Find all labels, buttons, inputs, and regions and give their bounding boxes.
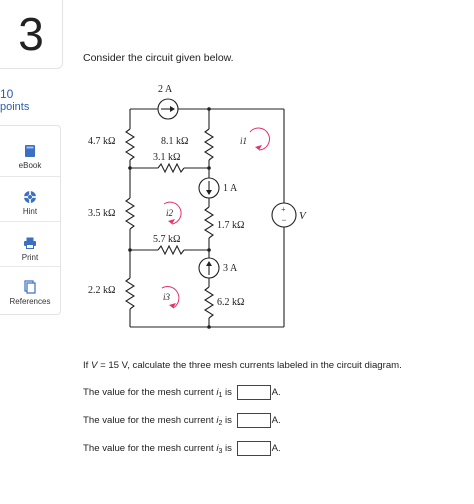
references-button[interactable]: References bbox=[0, 280, 60, 306]
mesh2-label: i2 bbox=[166, 208, 174, 218]
points-label: points bbox=[0, 101, 30, 113]
node bbox=[128, 248, 132, 252]
answer-line-2: The value for the mesh current i2 is A. bbox=[83, 413, 281, 428]
r2-label: 8.1 kΩ bbox=[161, 136, 188, 147]
r4-label: 3.5 kΩ bbox=[88, 208, 115, 219]
question-number-box: 3 bbox=[0, 0, 63, 69]
mesh-arrow-1 bbox=[249, 127, 270, 151]
current-source-2a bbox=[157, 98, 179, 120]
hint-button[interactable]: Hint bbox=[0, 190, 60, 216]
mesh-current-2-input[interactable] bbox=[236, 413, 271, 428]
answer-sub: 2 bbox=[218, 420, 223, 428]
resistor-8.1k bbox=[203, 128, 215, 161]
resistor-1.7k bbox=[203, 206, 215, 239]
mesh-arrowhead bbox=[169, 303, 176, 308]
given-statement: If V = 15 V, calculate the three mesh cu… bbox=[83, 360, 402, 371]
answer-var: i bbox=[216, 387, 219, 399]
node bbox=[128, 166, 132, 170]
print-label: Print bbox=[21, 253, 39, 262]
references-label: References bbox=[9, 297, 51, 306]
question-number: 3 bbox=[18, 8, 44, 60]
ebook-label: eBook bbox=[18, 161, 42, 170]
tools-divider bbox=[0, 221, 60, 222]
resistor-4.7k bbox=[124, 128, 136, 161]
answer-mid: is bbox=[222, 415, 235, 427]
mesh-arrowhead bbox=[168, 219, 175, 224]
points-value: 10 bbox=[0, 87, 14, 101]
current-source-3a bbox=[198, 257, 220, 279]
node bbox=[207, 325, 211, 329]
tools-divider bbox=[0, 266, 60, 267]
answer-prefix: The value for the mesh current bbox=[83, 443, 217, 455]
voltage-label: V bbox=[299, 210, 307, 222]
answer-line-3: The value for the mesh current i3 is A. bbox=[83, 441, 281, 456]
mesh3-label: i3 bbox=[163, 292, 171, 302]
answer-mid: is bbox=[222, 387, 235, 399]
svg-text:−: − bbox=[282, 215, 287, 225]
points-info: 10 points bbox=[0, 88, 29, 114]
answer-var: i bbox=[216, 443, 219, 455]
answer-prefix: The value for the mesh current bbox=[83, 415, 217, 427]
resistor-3.5k bbox=[124, 197, 136, 230]
print-button[interactable]: Print bbox=[0, 236, 60, 262]
answer-var: i bbox=[216, 415, 219, 427]
answer-unit: A. bbox=[271, 443, 281, 455]
source-mid-label: 1 A bbox=[223, 183, 238, 194]
tools-panel: eBook Hint Print References bbox=[0, 125, 61, 315]
given-eq: = 15 V, calculate the three mesh current… bbox=[97, 360, 402, 371]
answer-sub: 3 bbox=[218, 448, 223, 456]
printer-icon bbox=[24, 237, 36, 249]
mesh-arrowhead bbox=[255, 145, 262, 150]
r5-label: 5.7 kΩ bbox=[153, 234, 180, 245]
r7-label: 2.2 kΩ bbox=[88, 285, 115, 296]
mesh-arrow-3 bbox=[161, 286, 180, 309]
ebook-icon bbox=[25, 145, 35, 157]
r6-label: 1.7 kΩ bbox=[217, 220, 244, 231]
answer-sub: 1 bbox=[218, 392, 223, 400]
svg-text:+: + bbox=[281, 205, 286, 214]
r8-label: 6.2 kΩ bbox=[217, 297, 244, 308]
voltage-source: + − bbox=[271, 202, 297, 228]
resistor-3.1k bbox=[157, 162, 185, 174]
r1-label: 4.7 kΩ bbox=[88, 136, 115, 147]
answer-line-1: The value for the mesh current i1 is A. bbox=[83, 385, 281, 400]
r3-label: 3.1 kΩ bbox=[153, 152, 180, 163]
resistor-2.2k bbox=[124, 277, 136, 310]
mesh1-label: i1 bbox=[240, 136, 247, 146]
mesh-arrow-2 bbox=[163, 201, 182, 225]
current-source-1a bbox=[198, 177, 220, 199]
resistor-5.7k bbox=[157, 244, 185, 256]
lifebuoy-icon bbox=[24, 191, 36, 203]
node bbox=[207, 248, 211, 252]
given-prefix: If bbox=[83, 360, 91, 371]
source-low-label: 3 A bbox=[223, 263, 238, 274]
references-icon bbox=[24, 280, 36, 294]
hint-label: Hint bbox=[22, 207, 38, 216]
resistor-6.2k bbox=[203, 286, 215, 319]
mesh-current-1-input[interactable] bbox=[236, 385, 271, 400]
mesh-current-3-input[interactable] bbox=[236, 441, 271, 456]
tools-divider bbox=[0, 176, 60, 177]
answer-unit: A. bbox=[271, 415, 281, 427]
answer-unit: A. bbox=[271, 387, 281, 399]
source-top-label: 2 A bbox=[158, 84, 173, 95]
answer-prefix: The value for the mesh current bbox=[83, 387, 217, 399]
node bbox=[207, 107, 211, 111]
question-prompt: Consider the circuit given below. bbox=[83, 52, 234, 64]
given-var: V bbox=[91, 360, 98, 371]
answer-mid: is bbox=[222, 443, 235, 455]
node bbox=[207, 166, 211, 170]
ebook-button[interactable]: eBook bbox=[0, 144, 60, 170]
